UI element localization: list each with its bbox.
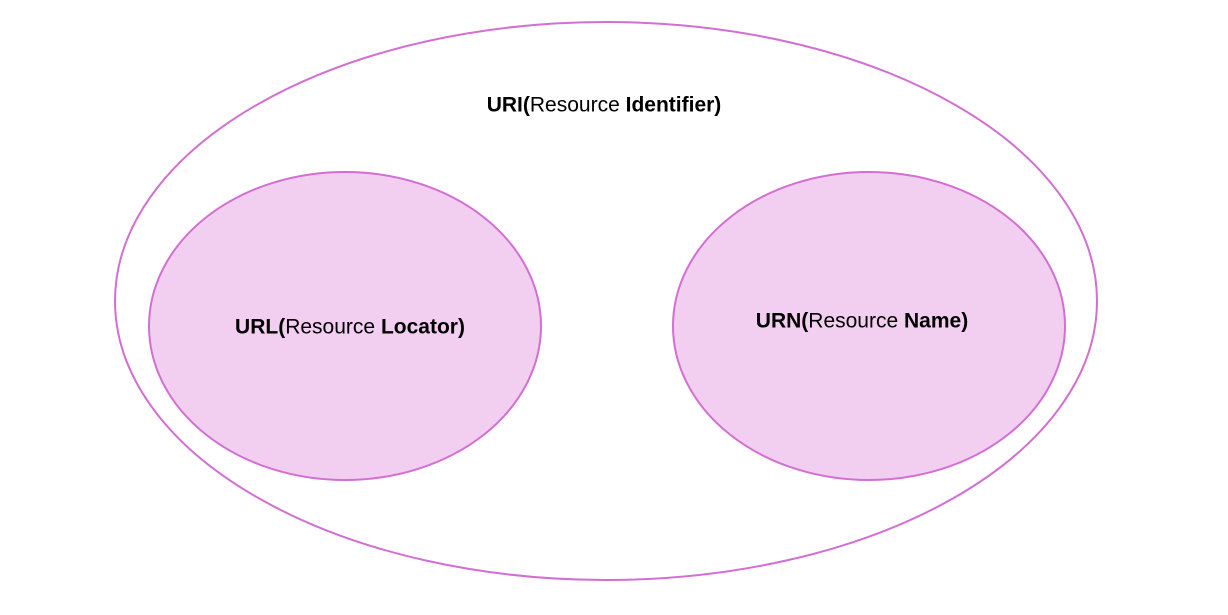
- urn-label: URN(Resource Name): [756, 311, 968, 332]
- urn-label-abbr: URN(: [755, 309, 809, 333]
- url-inner-ellipse: [148, 171, 542, 481]
- urn-label-word: Resource: [808, 309, 899, 333]
- uri-label: URI(Resource Identifier): [487, 95, 722, 116]
- url-label: URL(Resource Locator): [235, 317, 465, 338]
- url-label-term: Locator): [380, 315, 465, 339]
- uri-label-word: Resource: [529, 93, 620, 117]
- uri-label-term: Identifier): [625, 93, 722, 117]
- url-label-word: Resource: [285, 315, 376, 339]
- urn-inner-ellipse: [672, 171, 1066, 481]
- uri-label-abbr: URI(: [486, 93, 530, 117]
- urn-label-term: Name): [904, 309, 969, 333]
- url-label-abbr: URL(: [235, 315, 286, 339]
